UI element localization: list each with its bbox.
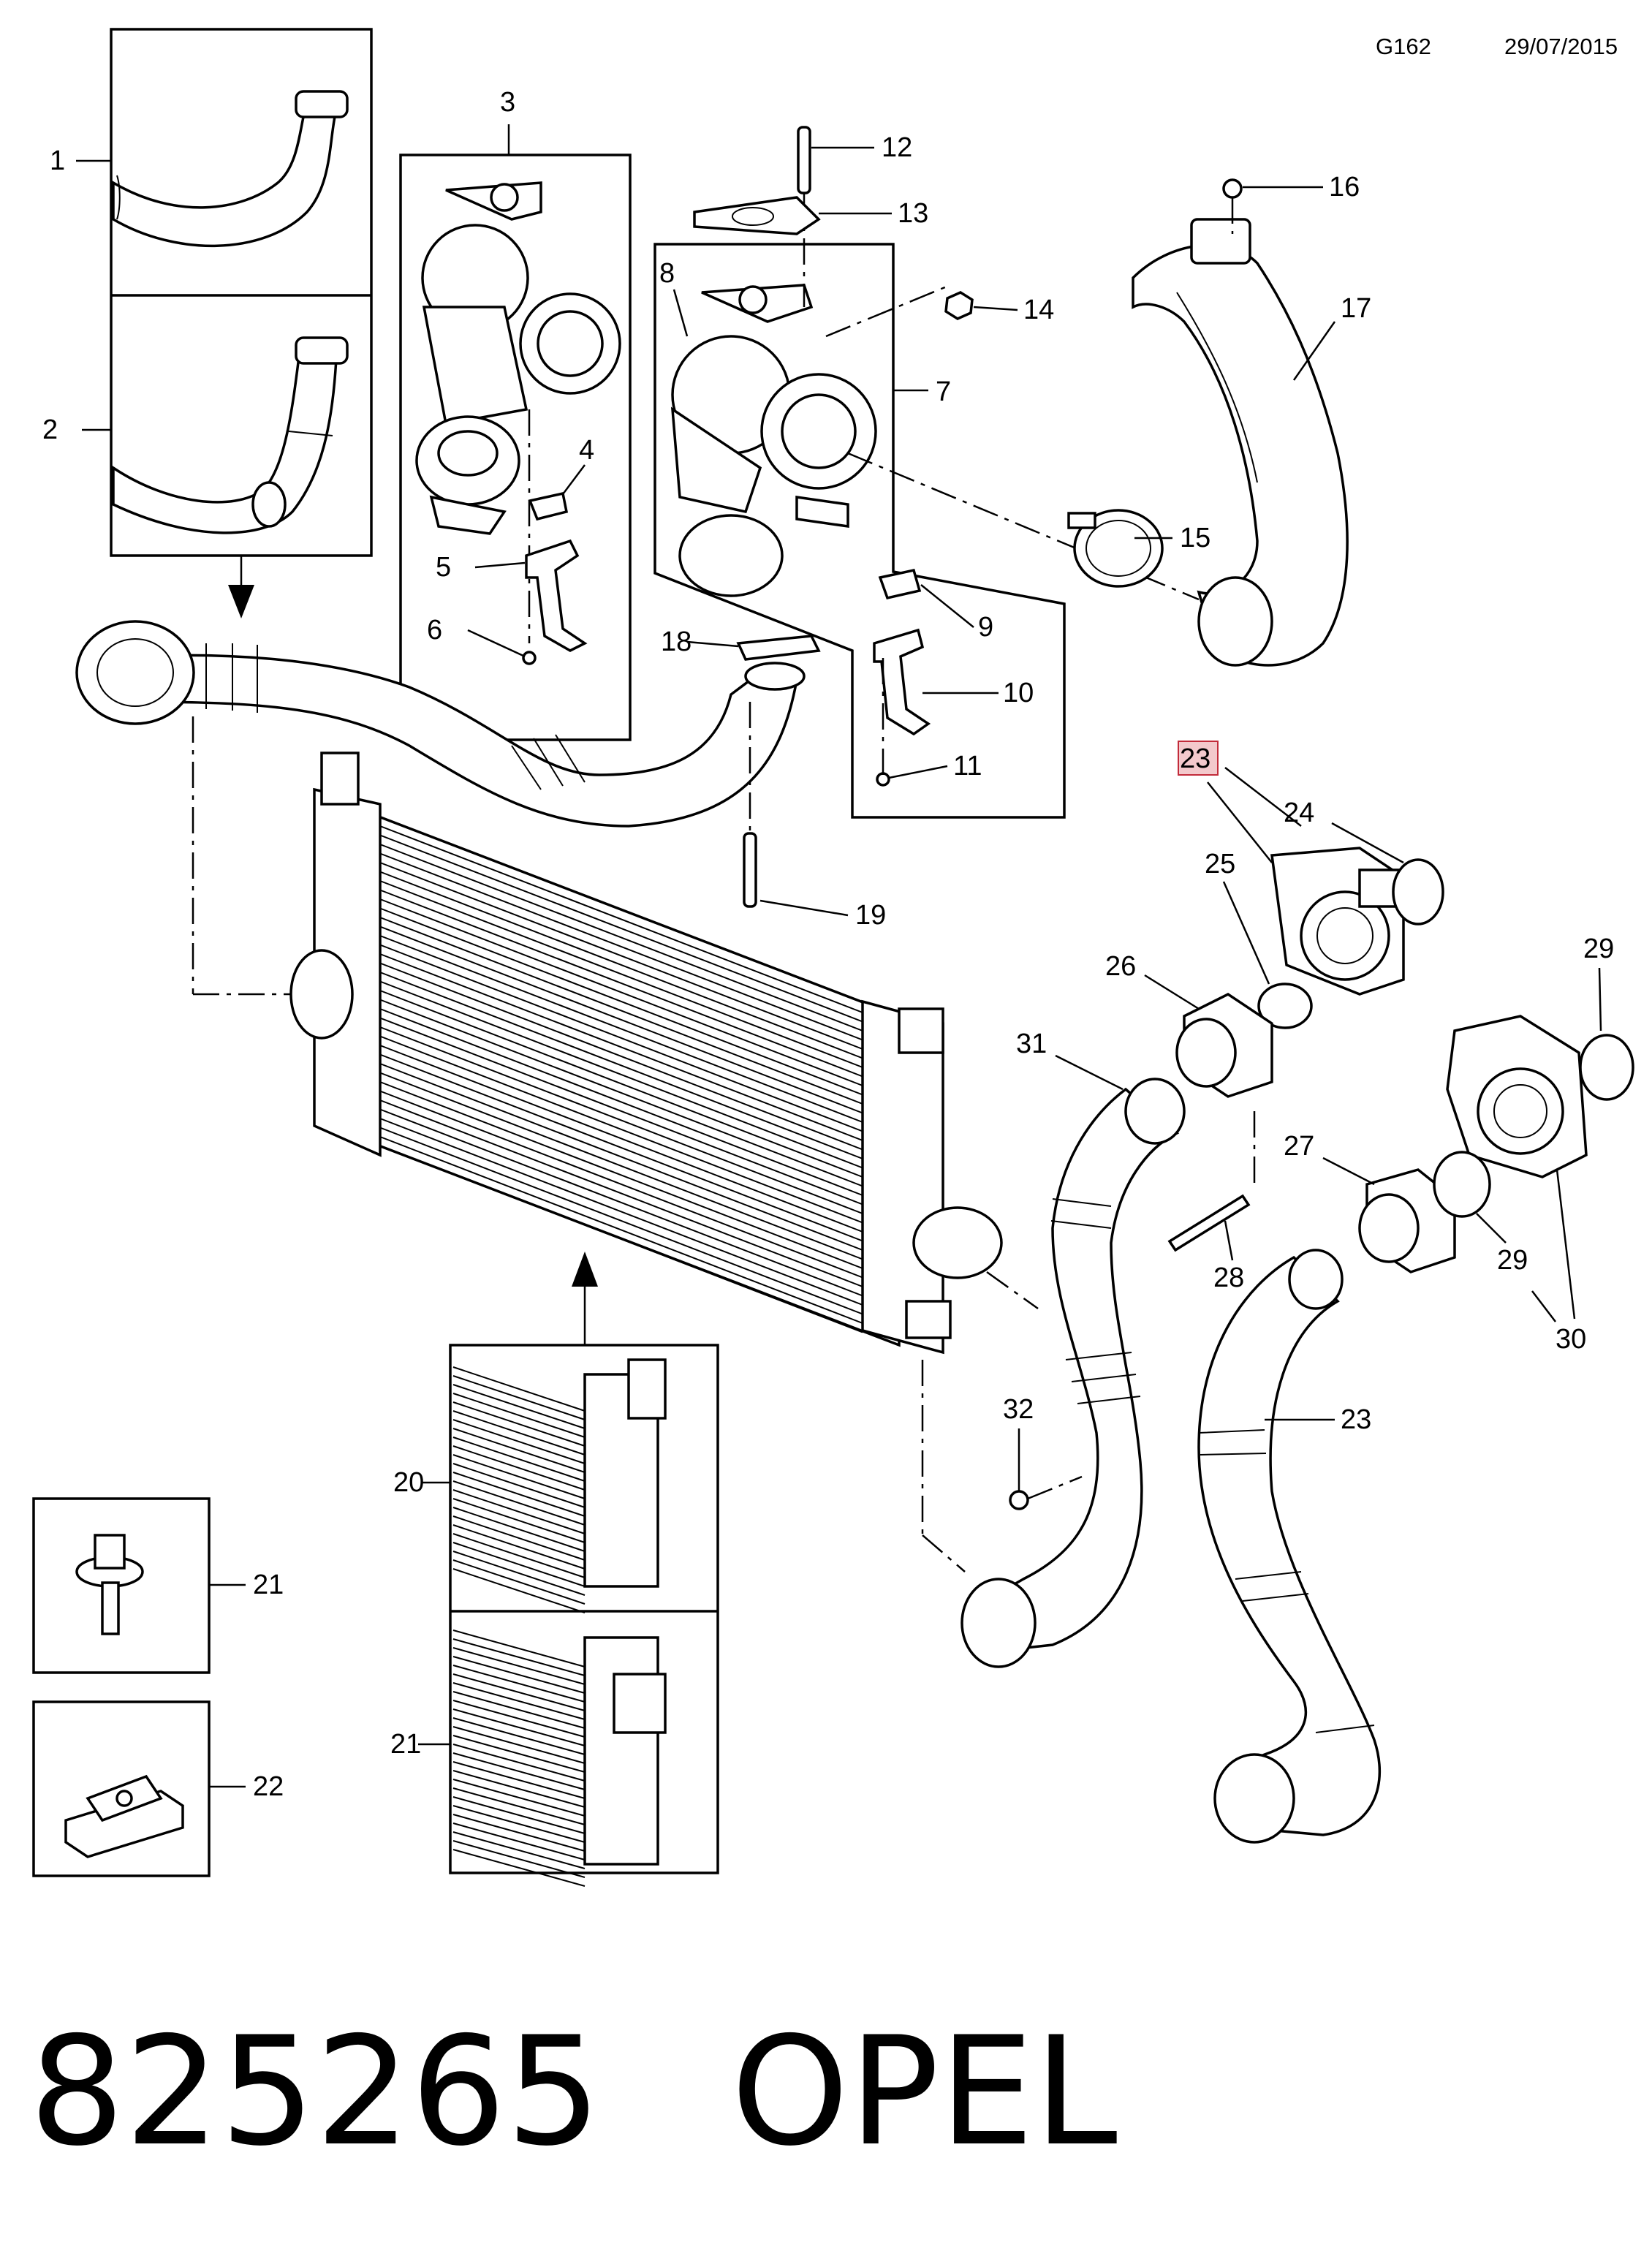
seal-ring-23b — [1257, 983, 1313, 1029]
callout-27: 10 — [1003, 678, 1034, 708]
callout-31: 4 — [579, 435, 594, 466]
charge-hose-12 — [1197, 1249, 1382, 1844]
callout-4: 3 — [500, 87, 515, 118]
stud-13 — [797, 126, 811, 194]
callout-11: 31 — [1016, 1029, 1047, 1059]
callout-19: 22 — [253, 1771, 284, 1802]
callout-17: 16 — [1329, 172, 1360, 202]
seal-ring-25 — [1433, 1151, 1491, 1218]
bracket-27 — [873, 628, 931, 736]
callout-29b: 11 — [953, 751, 982, 781]
throttle-body-22 — [1270, 847, 1405, 996]
callout-13: 12 — [882, 132, 912, 163]
callout-6: 13 — [898, 198, 928, 229]
callout-20: 28 — [1213, 1263, 1244, 1293]
callout-14: 15 — [1180, 523, 1210, 553]
clip-28 — [878, 568, 922, 600]
diagram-code: G162 — [1376, 34, 1431, 59]
charge-hose-11 — [960, 1078, 1186, 1668]
inset-intercooler-variants — [449, 1344, 719, 1887]
throttle-housing-24 — [1446, 1015, 1588, 1178]
inset-hose-variants — [110, 28, 373, 557]
callout-22-highlight — [1178, 741, 1219, 776]
callout-9: 1 — [50, 145, 65, 176]
bolt-17 — [1222, 178, 1243, 199]
bolt-20 — [1167, 1194, 1251, 1252]
turbo-assembly-box-3 — [653, 243, 1066, 819]
bolt-29 — [522, 651, 537, 665]
callout-23b: 25 — [1205, 849, 1235, 879]
part-number: 825265 — [29, 2005, 602, 2179]
callout-26: 29 — [1583, 934, 1614, 964]
callout-23a: 24 — [1284, 798, 1314, 828]
callout-2: 21 — [390, 1729, 421, 1760]
intake-pipe-7 — [1132, 218, 1349, 667]
seal-ring-26 — [1579, 1034, 1634, 1101]
callout-32: 8 — [659, 258, 675, 289]
callout-16: 32 — [1003, 1394, 1034, 1425]
callout-5: 14 — [1023, 295, 1054, 325]
turbo-assembly-box-4 — [399, 154, 632, 741]
gasket-6 — [693, 196, 821, 235]
hose-variant-9 — [112, 90, 349, 247]
sensor-15 — [743, 832, 757, 908]
callout-1: 20 — [393, 1467, 424, 1498]
speed-nut-19 — [64, 1774, 184, 1858]
clip-31 — [528, 491, 569, 521]
clamp-14 — [1073, 509, 1164, 588]
intercooler-core — [289, 752, 1003, 1355]
bracket-30 — [525, 539, 588, 652]
callout-25: 29 — [1497, 1245, 1528, 1276]
callout-3: 7 — [936, 376, 951, 407]
callout-22: 23 — [1180, 743, 1210, 774]
callout-8: 18 — [661, 627, 692, 657]
callout-18: 21 — [253, 1570, 284, 1600]
charge-air-hose — [75, 620, 806, 828]
callout-28: 9 — [978, 612, 993, 643]
brand-name: OPEL — [731, 2005, 1118, 2179]
callout-10: 2 — [42, 415, 58, 445]
callout-7: 17 — [1341, 293, 1371, 324]
turbocharger-4 — [415, 181, 621, 535]
callout-21b: 27 — [1284, 1131, 1314, 1162]
inset-clip-19 — [32, 1700, 211, 1877]
seal-ring-23a — [1392, 858, 1444, 926]
diagram-date: 29/07/2015 — [1504, 34, 1618, 59]
bolt-16 — [1009, 1490, 1029, 1510]
turbocharger-3 — [670, 284, 877, 597]
callout-29a: 6 — [427, 615, 442, 646]
gasket-8 — [736, 635, 821, 661]
adapter-flange-21b — [1358, 1168, 1456, 1273]
hose-variant-10 — [112, 336, 349, 534]
callout-21a: 26 — [1105, 951, 1136, 982]
bolt-29b — [876, 772, 890, 787]
callout-15: 19 — [855, 900, 886, 931]
callout-30: 5 — [436, 552, 451, 583]
callout-12: 23 — [1341, 1404, 1371, 1435]
nut-5 — [944, 291, 974, 320]
bolt-18 — [75, 1534, 144, 1635]
callout-24: 30 — [1556, 1324, 1586, 1355]
adapter-flange-21a — [1175, 992, 1273, 1098]
